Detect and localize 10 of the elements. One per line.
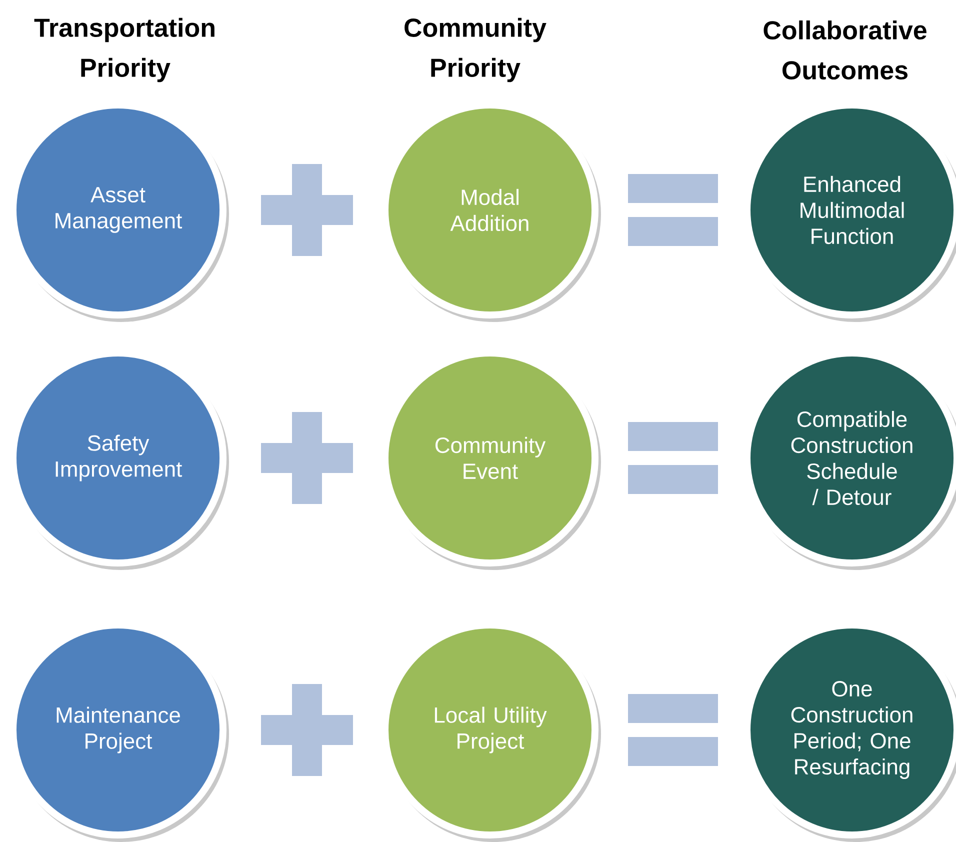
circle-node: Community Event [382, 350, 598, 566]
circle-node: Compatible Construction Schedule / Detour [744, 350, 956, 566]
circle-node: Modal Addition [382, 102, 598, 318]
circle-node: Asset Management [10, 102, 226, 318]
circle-node: Enhanced Multimodal Function [744, 102, 956, 318]
column-heading: Collaborative Outcomes [764, 20, 926, 80]
circle-node: Local Utility Project [382, 622, 598, 838]
circle-node: One Construction Period; One Resurfacing [744, 622, 956, 838]
circle-node: Safety Improvement [10, 350, 226, 566]
circle-node: Maintenance Project [10, 622, 226, 838]
